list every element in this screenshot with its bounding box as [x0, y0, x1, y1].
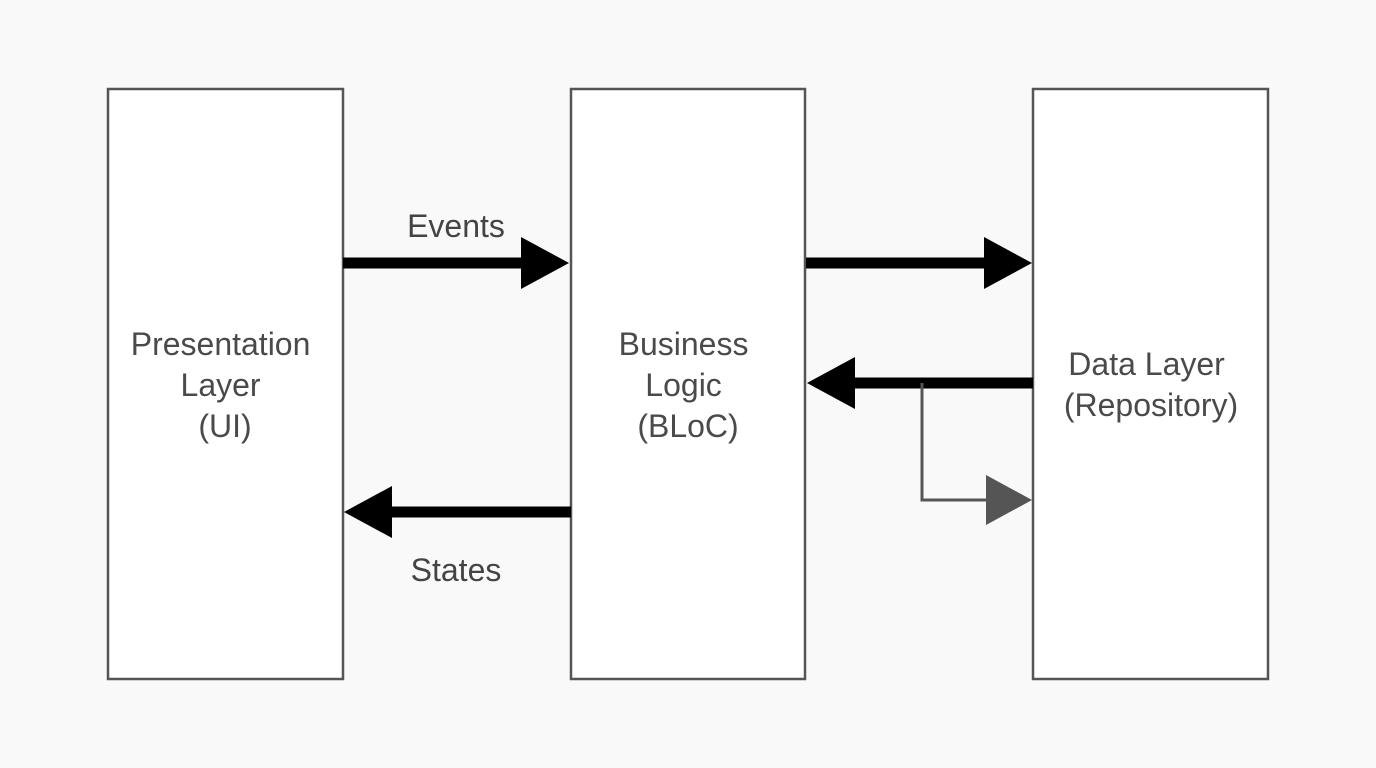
- events-arrow-head: [521, 237, 569, 289]
- business-logic-label-line-1: Business: [619, 326, 749, 362]
- business-logic-box: [569, 87, 807, 681]
- events-arrow: [343, 237, 569, 289]
- data-layer-label: Data Layer (Repository): [1064, 346, 1238, 423]
- response-arrow: [807, 357, 1033, 409]
- presentation-layer-label-line-2: Layer: [181, 367, 261, 403]
- response-arrow-head: [807, 357, 855, 409]
- data-layer-node: Data Layer (Repository): [1031, 87, 1270, 681]
- business-logic-label-line-2: Logic: [645, 367, 722, 403]
- states-arrow: [344, 486, 571, 538]
- business-logic-label: Business Logic (BLoC): [619, 326, 758, 444]
- feedback-connector: [920, 383, 1032, 525]
- presentation-layer-label-line-1: Presentation: [131, 326, 311, 362]
- states-arrow-head: [344, 486, 392, 538]
- presentation-layer-label: Presentation Layer (UI): [131, 326, 320, 444]
- request-arrow-head: [984, 237, 1032, 289]
- events-label: Events: [407, 208, 505, 244]
- presentation-layer-node: Presentation Layer (UI): [106, 87, 345, 681]
- presentation-layer-label-line-3: (UI): [198, 408, 251, 444]
- data-layer-box: [1031, 87, 1270, 681]
- business-logic-label-line-3: (BLoC): [637, 408, 738, 444]
- states-label: States: [411, 552, 502, 588]
- request-arrow: [806, 237, 1032, 289]
- feedback-connector-head: [986, 475, 1032, 525]
- data-layer-label-line-2: (Repository): [1064, 387, 1238, 423]
- business-logic-node: Business Logic (BLoC): [569, 87, 807, 681]
- feedback-connector-line: [920, 383, 990, 502]
- data-layer-label-line-1: Data Layer: [1068, 346, 1225, 382]
- presentation-layer-box: [106, 87, 345, 681]
